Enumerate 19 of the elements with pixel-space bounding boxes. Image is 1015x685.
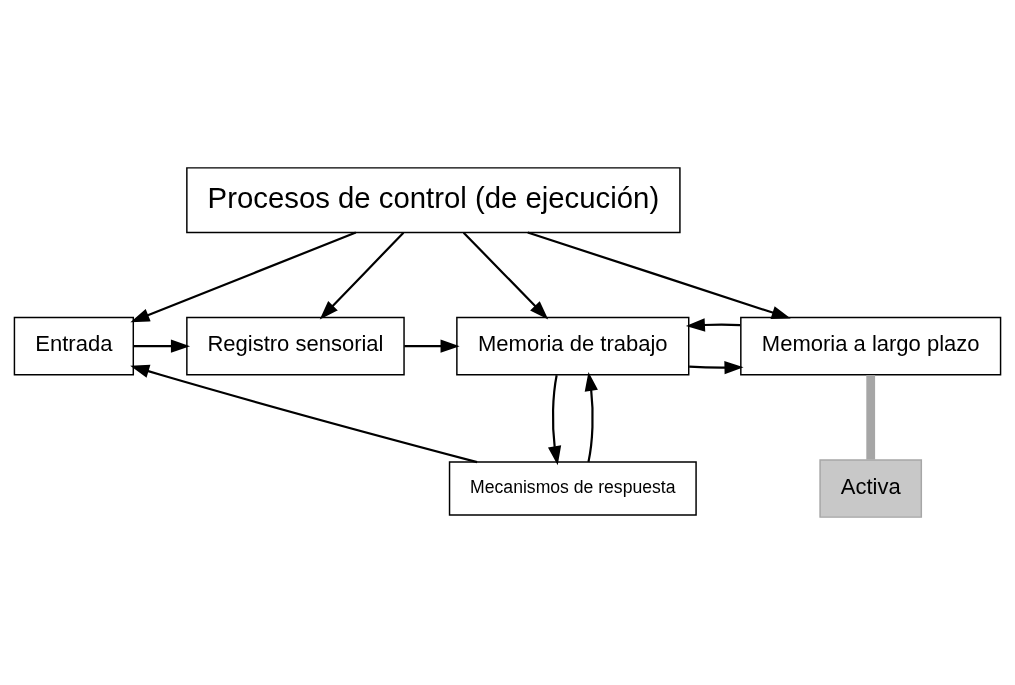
node-box: Mecanismos de respuesta (448, 461, 697, 516)
arrow (527, 231, 791, 319)
node-box: Memoria de trabajo (456, 316, 690, 376)
arrow (133, 339, 190, 353)
arrow (548, 375, 562, 466)
arrow (404, 339, 460, 353)
arrow (685, 318, 741, 332)
arrow (319, 231, 405, 320)
connector (866, 375, 876, 460)
arrow (584, 371, 598, 463)
node-box: Memoria a largo plazo (740, 316, 1002, 376)
node-box: Entrada (13, 316, 135, 376)
arrow (130, 364, 478, 464)
arrow (462, 231, 549, 320)
node-box: Registro sensorial (186, 316, 405, 376)
node-box: Activa (819, 459, 923, 518)
node-box: Procesos de control (de ejecución) (186, 167, 681, 234)
arrow (689, 360, 744, 375)
arrow (130, 231, 357, 323)
